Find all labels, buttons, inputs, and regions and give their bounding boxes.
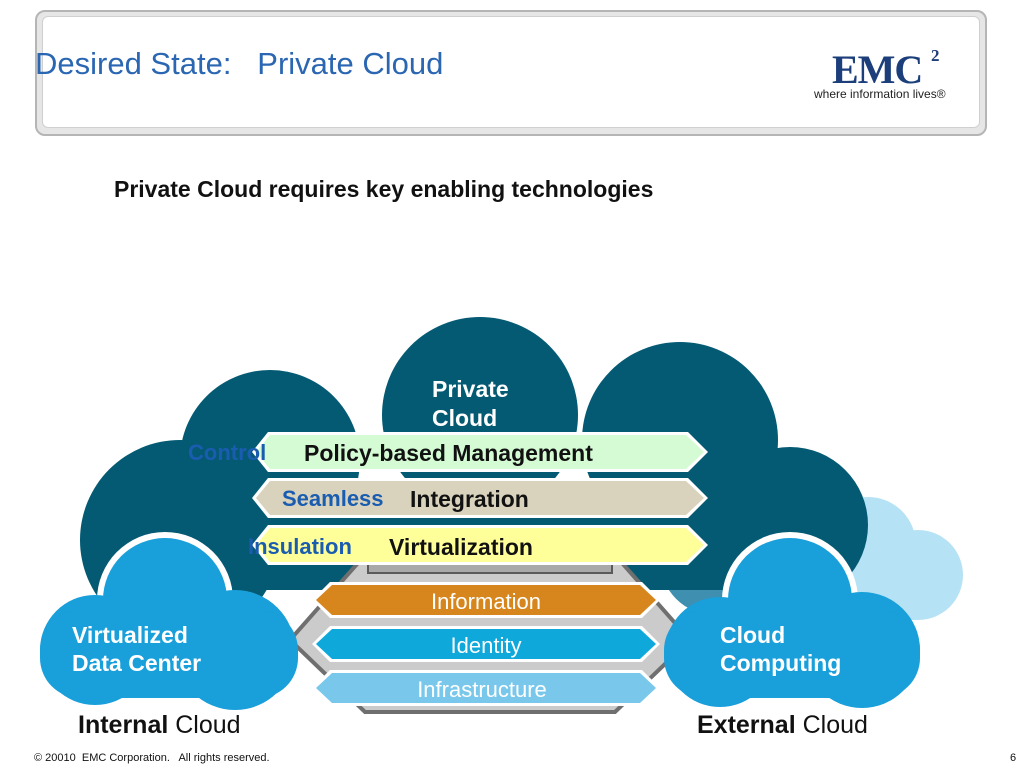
light-background-cloud (820, 497, 963, 620)
header-banner (35, 10, 987, 136)
prefix-seamless: Seamless (282, 486, 384, 511)
label-policy-based-management: Policy-based Management (304, 440, 593, 466)
left-cloud-label-line1: Virtualized (72, 622, 188, 648)
internal-cloud-label: Internal Cloud (78, 711, 241, 740)
copyright-footer: © 20010 EMC Corporation. All rights rese… (34, 752, 270, 764)
arrow-body-integration (256, 481, 704, 515)
label-virtualization: Virtualization (389, 534, 533, 560)
page-number: 6 (1010, 752, 1017, 764)
private-cloud-label-line2: Cloud (432, 405, 497, 431)
lower-arrow-infrastructure: Infrastructure (312, 670, 660, 706)
external-rest: Cloud (795, 711, 868, 739)
emc-logo: EMC 2 where information lives® (800, 40, 970, 110)
internal-bold: Internal (78, 711, 169, 739)
prefix-control: Control (188, 440, 266, 465)
arrow-body-infrastructure (316, 673, 656, 703)
left-cloud-shape (40, 532, 298, 710)
private-cloud-label-line1: Private (432, 376, 509, 402)
label-identity: Identity (451, 633, 522, 658)
logo-superscript: 2 (931, 46, 940, 65)
right-cloud-label-line1: Cloud (720, 622, 785, 648)
external-bold: External (697, 711, 796, 739)
upper-arrow-integration: Seamless Integration (252, 478, 708, 518)
internal-rest: Cloud (168, 711, 241, 739)
lower-arrow-information: Information (312, 582, 660, 618)
upper-arrow-virtualization: Insulation Virtualization (248, 525, 708, 565)
logo-text: EMC (832, 47, 923, 92)
slide-subtitle: Private Cloud requires key enabling tech… (114, 176, 654, 202)
right-cloud-label-line2: Computing (720, 650, 841, 676)
arrow-body-identity (316, 629, 656, 659)
upper-arrow-policy: Control Policy-based Management (188, 432, 708, 472)
left-cloud-label-line2: Data Center (72, 650, 201, 676)
prefix-insulation: Insulation (248, 534, 352, 559)
header-panel (42, 16, 980, 128)
label-infrastructure: Infrastructure (417, 677, 547, 702)
label-information: Information (431, 589, 541, 614)
label-integration: Integration (410, 486, 529, 512)
lower-arrow-identity: Identity (312, 626, 660, 662)
arrow-body-policy (256, 435, 704, 469)
logo-tagline: where information lives® (814, 87, 946, 101)
arrow-body-virtualization (256, 528, 704, 562)
external-cloud-label: External Cloud (697, 711, 868, 740)
arrow-body-information (316, 585, 656, 615)
slide-title: Desired State: Private Cloud (35, 46, 444, 81)
right-cloud-shape (664, 532, 920, 708)
